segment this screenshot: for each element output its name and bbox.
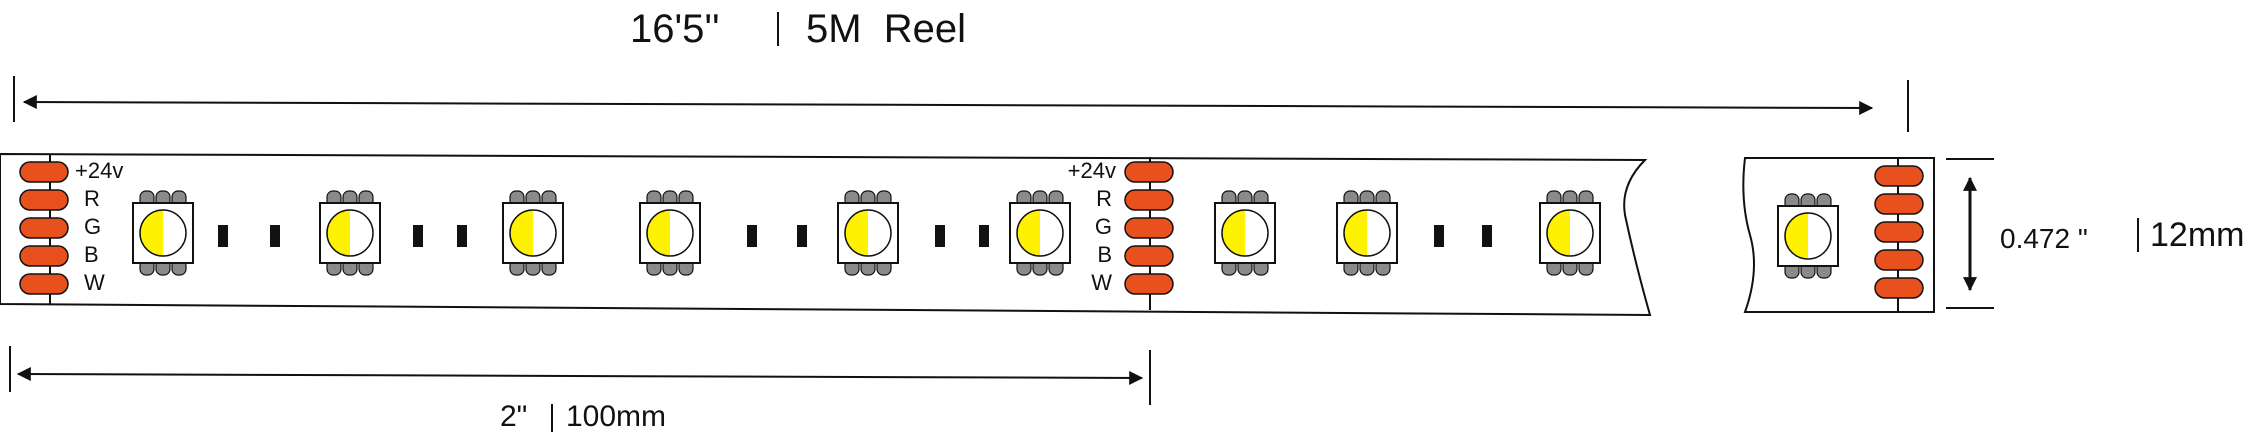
pad-label: R: [1096, 186, 1112, 211]
solder-pad: [1874, 249, 1924, 271]
solder-pads-left: [19, 161, 69, 295]
reel-length-metric: 5M Reel: [806, 7, 966, 51]
reel-length-imperial: 16'5'': [630, 7, 720, 51]
led-lens-outline: [1016, 209, 1064, 257]
solder-pad: [1874, 193, 1924, 215]
led-lens-white: [670, 210, 693, 256]
led-chip: [1009, 190, 1071, 276]
segment-length-metric: 100mm: [566, 400, 666, 433]
resistor: [747, 225, 757, 247]
solder-pad: [1874, 277, 1924, 299]
resistor: [797, 225, 807, 247]
led-lens-outline: [139, 209, 187, 257]
led-lens-white: [868, 210, 891, 256]
width-imperial: 0.472 ": [2000, 223, 2088, 254]
resistor: [1434, 225, 1444, 247]
strip-body-left: [0, 152, 1652, 317]
segment-length-dimension: 2" 100mm: [9, 346, 1151, 433]
pad-labels-middle: +24v R G B W: [1068, 158, 1116, 295]
pad-label: B: [1097, 242, 1112, 267]
led-chip: [639, 190, 701, 276]
led-lens-white: [1367, 210, 1390, 256]
led-lens-yellow: [1547, 210, 1570, 256]
led-lens-yellow: [1344, 210, 1367, 256]
solder-pad: [1874, 221, 1924, 243]
led-lens-white: [533, 210, 556, 256]
led-lens-outline: [1343, 209, 1391, 257]
strip-width-dimension: 0.472 " 12mm: [1946, 158, 2244, 309]
led-chip: [1214, 190, 1276, 276]
led-chip: [1777, 193, 1839, 279]
led-chip: [502, 190, 564, 276]
led-lens-outline: [1546, 209, 1594, 257]
led-lens-yellow: [1785, 213, 1808, 259]
led-lens-white: [163, 210, 186, 256]
led-lens-yellow: [647, 210, 670, 256]
led-lens-outline: [646, 209, 694, 257]
solder-pad: [1124, 189, 1174, 211]
led-lens-yellow: [140, 210, 163, 256]
led-lens-outline: [1221, 209, 1269, 257]
led-lens-outline: [844, 209, 892, 257]
led-lens-white: [350, 210, 373, 256]
led-chip: [319, 190, 381, 276]
resistor: [935, 225, 945, 247]
solder-pad: [1124, 217, 1174, 239]
components-layer: [132, 190, 1839, 279]
led-chip: [1336, 190, 1398, 276]
led-lens-outline: [509, 209, 557, 257]
led-chip: [132, 190, 194, 276]
led-lens-white: [1040, 210, 1063, 256]
segment-length-imperial: 2": [500, 400, 527, 433]
reel-length-arrow: [22, 95, 1874, 115]
resistor: [218, 225, 228, 247]
led-lens-outline: [1784, 212, 1832, 260]
solder-pad: [1124, 161, 1174, 183]
led-lens-yellow: [845, 210, 868, 256]
resistor: [1482, 225, 1492, 247]
solder-pad: [19, 245, 69, 267]
led-lens-yellow: [1222, 210, 1245, 256]
pad-label: +24v: [75, 158, 123, 183]
pad-label: +24v: [1068, 158, 1116, 183]
solder-pad: [19, 217, 69, 239]
pad-label: W: [84, 270, 105, 295]
width-metric: 12mm: [2150, 216, 2244, 254]
led-chip: [1539, 190, 1601, 276]
led-lens-yellow: [510, 210, 533, 256]
solder-pad: [1124, 273, 1174, 295]
pad-label: R: [84, 186, 100, 211]
pad-label: B: [84, 242, 99, 267]
pad-label: G: [1095, 214, 1112, 239]
solder-pad: [19, 273, 69, 295]
solder-pads-right: [1874, 165, 1924, 299]
solder-pad: [19, 189, 69, 211]
segment-length-arrow: [16, 367, 1144, 385]
led-lens-white: [1808, 213, 1831, 259]
solder-pad: [19, 161, 69, 183]
led-lens-outline: [326, 209, 374, 257]
resistor: [979, 225, 989, 247]
reel-length-dimension: 16'5'' 5M Reel: [13, 7, 1909, 132]
resistor: [457, 225, 467, 247]
led-lens-yellow: [1017, 210, 1040, 256]
solder-pads-middle: [1124, 161, 1174, 295]
pad-label: G: [84, 214, 101, 239]
led-lens-white: [1570, 210, 1593, 256]
solder-pad: [1124, 245, 1174, 267]
led-lens-white: [1245, 210, 1268, 256]
led-chip: [837, 190, 899, 276]
solder-pad: [1874, 165, 1924, 187]
resistor: [413, 225, 423, 247]
led-lens-yellow: [327, 210, 350, 256]
resistor: [270, 225, 280, 247]
pad-labels-left: +24v R G B W: [75, 158, 123, 295]
pad-label: W: [1091, 270, 1112, 295]
